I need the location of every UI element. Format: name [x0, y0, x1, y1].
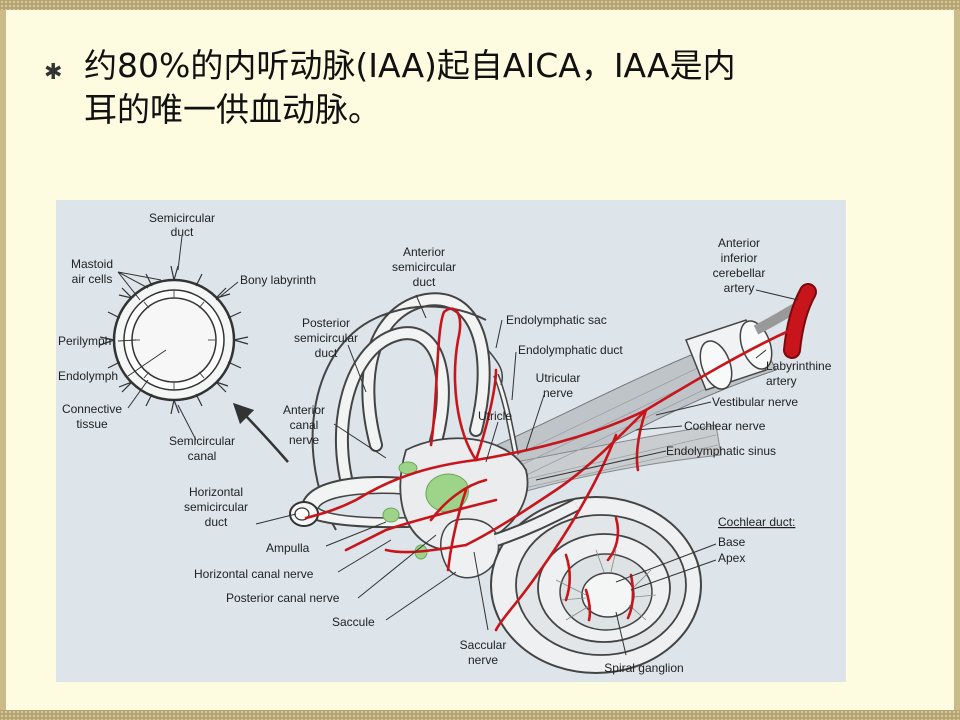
label-apex: Apex	[718, 551, 745, 565]
label-saccular-nerve-2: nerve	[468, 653, 498, 667]
label-endolymphatic-sac: Endolymphatic sac	[506, 313, 607, 327]
cochlea	[490, 496, 702, 674]
canal-cross-section	[99, 265, 249, 415]
label-posterior-sc-duct-2: semicircular	[294, 331, 358, 345]
internal-auditory-canal	[685, 300, 804, 391]
label-labyrinthine-artery: Labyrinthine	[766, 359, 832, 373]
label-labyrinthine-artery-2: artery	[766, 374, 797, 388]
label-horizontal-sc-duct-3: duct	[205, 515, 228, 529]
label-semicircular-duct-2: duct	[171, 225, 194, 239]
label-base: Base	[718, 535, 746, 549]
label-connective-tissue-2: tissue	[76, 417, 108, 431]
inner-ear-diagram: Semicircular duct Mastoid air cells Bony…	[56, 200, 846, 682]
label-utricular-nerve-2: nerve	[543, 386, 573, 400]
label-posterior-sc-duct: Posterior	[302, 316, 350, 330]
label-endolymphatic-duct: Endolymphatic duct	[518, 343, 623, 357]
label-aica-2: inferior	[721, 251, 758, 265]
label-cochlear-duct: Cochlear duct:	[718, 515, 795, 529]
label-vestibular-nerve: Vestibular nerve	[712, 395, 798, 409]
label-posterior-sc-duct-3: duct	[315, 346, 338, 360]
label-horizontal-sc-duct: Horizontal	[189, 485, 243, 499]
title-line-1: 约80%的内听动脉(IAA)起自AICA，IAA是内	[84, 46, 736, 85]
label-mastoid: Mastoid	[71, 257, 113, 271]
label-horizontal-sc-duct-2: semicircular	[184, 500, 248, 514]
label-saccule: Saccule	[332, 615, 375, 629]
label-semicircular-canal-2: canal	[188, 449, 217, 463]
label-horizontal-canal-nerve: Horizontal canal nerve	[194, 567, 314, 581]
inset-arrow	[232, 402, 289, 463]
label-ampulla: Ampulla	[266, 541, 310, 555]
inner-ear-illustration: Semicircular duct Mastoid air cells Bony…	[58, 211, 832, 675]
bullet-icon: ✱	[44, 60, 63, 85]
label-anterior-canal-nerve-2: canal	[290, 418, 319, 432]
slide-title: 约80%的内听动脉(IAA)起自AICA，IAA是内 耳的唯一供血动脉。	[84, 44, 884, 132]
label-aica-4: artery	[724, 281, 755, 295]
label-saccular-nerve: Saccular	[460, 638, 507, 652]
label-mastoid-2: air cells	[72, 272, 113, 286]
label-semicircular-canal: Semicircular	[169, 434, 235, 448]
slide-top-border	[0, 0, 960, 10]
label-aica: Anterior	[718, 236, 760, 250]
slide-left-border	[0, 10, 6, 710]
label-connective-tissue: Connective	[62, 402, 122, 416]
label-semicircular-duct: Semicircular	[149, 211, 215, 225]
label-bony-labyrinth: Bony labyrinth	[240, 273, 316, 287]
label-anterior-canal-nerve-3: nerve	[289, 433, 319, 447]
label-utricular-nerve: Utricular	[536, 371, 581, 385]
label-utricle: Utricle	[478, 409, 512, 423]
label-anterior-sc-duct: Anterior	[403, 245, 445, 259]
label-cochlear-nerve: Cochlear nerve	[684, 419, 766, 433]
label-endolymphatic-sinus: Endolymphatic sinus	[666, 444, 776, 458]
title-line-2: 耳的唯一供血动脉。	[84, 90, 381, 129]
label-anterior-sc-duct-3: duct	[413, 275, 436, 289]
label-perilymph: Perilymph	[58, 334, 111, 348]
leader-lines	[117, 235, 799, 656]
slide-right-border	[954, 10, 960, 710]
labyrinthine-artery-branches	[304, 307, 793, 632]
label-anterior-canal-nerve: Anterior	[283, 403, 325, 417]
label-spiral-ganglion: Spiral ganglion	[604, 661, 683, 675]
label-posterior-canal-nerve: Posterior canal nerve	[226, 591, 340, 605]
label-endolymph: Endolymph	[58, 369, 118, 383]
slide-bottom-border	[0, 710, 960, 720]
label-anterior-sc-duct-2: semicircular	[392, 260, 456, 274]
label-aica-3: cerebellar	[713, 266, 766, 280]
